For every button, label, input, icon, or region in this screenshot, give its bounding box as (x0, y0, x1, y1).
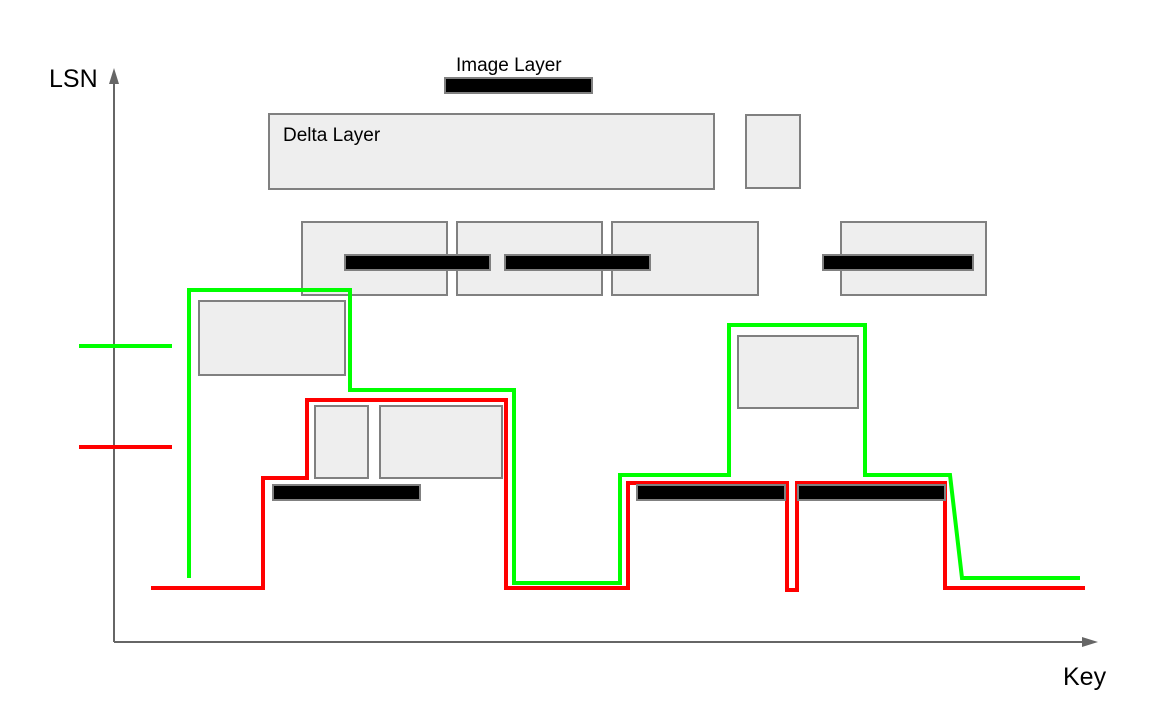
delta-layer-box-right (745, 114, 801, 189)
page-bar-mid-1 (344, 254, 491, 271)
image-layer-bar-top (444, 77, 593, 94)
x-axis-arrowhead (1082, 637, 1098, 647)
page-bar-mid-3 (822, 254, 974, 271)
page-row-middle (301, 221, 987, 296)
image-layer-group: Image Layer (444, 55, 593, 94)
page-box-low-red-wide (379, 405, 503, 479)
delta-layer-box-main (268, 113, 715, 190)
y-axis-arrowhead (109, 68, 119, 84)
page-box-low-green-right (737, 335, 859, 409)
green-snapshot-lsn-line (187, 288, 1080, 585)
page-box-low-red-small (314, 405, 369, 479)
image-layer-label: Image Layer (456, 55, 562, 76)
page-bars-lower (272, 484, 946, 501)
lsn-tick-group (79, 344, 172, 449)
y-axis-label: LSN (49, 65, 98, 93)
red-snapshot-lsn-line (151, 398, 1085, 592)
delta-layer-label: Delta Layer (283, 125, 381, 146)
page-bar-low-2 (636, 484, 786, 501)
page-bar-low-1 (272, 484, 421, 501)
x-axis-label: Key (1063, 663, 1107, 691)
page-bar-low-3 (797, 484, 946, 501)
page-bar-mid-2 (504, 254, 651, 271)
delta-layer-group: Delta Layer (268, 113, 801, 190)
axes-group: LSN Key (49, 65, 1107, 691)
page-row-lower (198, 300, 859, 479)
page-box-low-green-left (198, 300, 346, 376)
